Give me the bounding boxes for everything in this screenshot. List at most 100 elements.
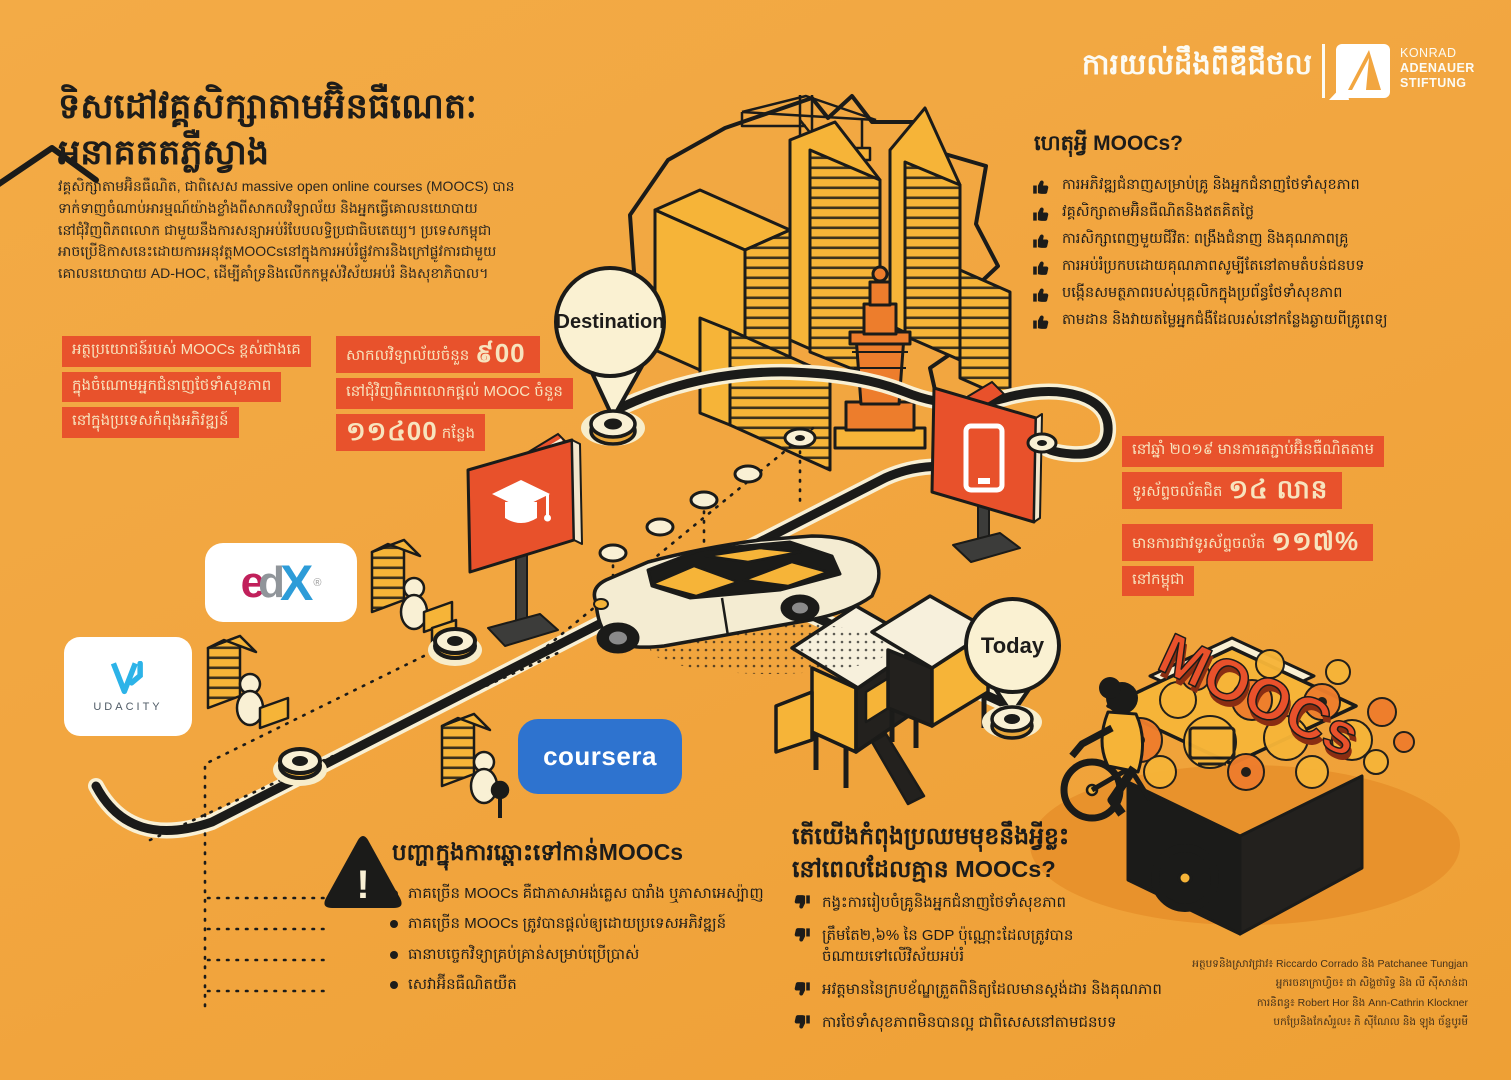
stat-line: នៅកម្ពុជា [1122, 565, 1195, 596]
challenge-item-label: កង្វះការរៀបចំគ្រូនិងអ្នកជំនាញថែទាំសុខភាព [822, 894, 1067, 911]
why-item: តាមដាន និងវាយតម្លៃអ្នកជំងឺដែលរស់នៅកន្លែង… [1032, 311, 1487, 331]
thumbs-up-icon [1033, 315, 1049, 329]
why-item-label: ការសិក្សាពេញមួយជីវិត: ពង្រឹងជំនាញ និងគុណ… [1062, 231, 1349, 247]
stat-line: ក្នុងចំណោមអ្នកជំនាញថែទាំសុខភាព [62, 371, 282, 402]
billboard-phone [930, 386, 1043, 563]
kiosk-2 [206, 634, 290, 730]
billboard-graduation [466, 438, 583, 647]
why-item: វគ្គសិក្សាតាមអ៊ិនធឺណិតនិងឥតគិតថ្លៃ [1032, 203, 1487, 223]
dotted-lines [148, 422, 820, 1008]
problem-item: ធានាបច្ចេកវិទ្យាគ្រប់គ្រាន់សម្រាប់ប្រើប្… [390, 945, 860, 965]
thumbs-up-icon [1033, 261, 1049, 275]
challenge-item-label: ត្រឹមតែ២,៦% នៃ GDP ប៉ុណ្ណោះដែលត្រូវបាន ច… [822, 927, 1074, 965]
problems-heading: បញ្ហាក្នុងការឆ្ពោះទៅកាន់MOOCs [392, 839, 684, 865]
bullet-dot-icon [390, 890, 398, 898]
why-item: បង្កើនសមត្ថភាពរបស់បុគ្គលិកក្នុងប្រព័ន្ធថ… [1032, 284, 1487, 304]
problem-item-label: ធានាបច្ចេកវិទ្យាគ្រប់គ្រាន់សម្រាប់ប្រើប្… [408, 945, 640, 963]
udacity-label: UDACITY [93, 700, 163, 713]
credits-line: ការនិពន្ធ៖ Robert Hor និង Ann-Cathrin Kl… [1256, 996, 1468, 1009]
thumbs-down-icon [794, 928, 810, 942]
credits-line: អត្ថបទនិងស្រាវជ្រាវ៖ Riccardo Corrado និ… [1192, 958, 1468, 970]
challenge-item-label: អវត្តមាននៃក្របខ័ណ្ឌត្រួតពិនិត្យដែលមានស្ត… [822, 981, 1162, 998]
why-item: ការអប់រំប្រកបដោយគុណភាពសូម្បីតែនៅតាមតំបន់… [1032, 257, 1487, 277]
stat-text: កន្លែង [441, 424, 476, 442]
why-item-label: ការអភិវឌ្ឍជំនាញសម្រាប់គ្រូ និងអ្នកជំនាញថ… [1062, 177, 1360, 193]
challenge-item-label: ការថែទាំសុខភាពមិនបានល្អ ជាពិសេសនៅតាមជនបទ [822, 1014, 1117, 1031]
problem-item: ភាគច្រើន MOOCs គឺជាភាសាអង់គ្លេស បារាំង ឬ… [390, 884, 860, 904]
problem-item-label: ភាគច្រើន MOOCs ត្រូវបានផ្តល់ឲ្យដោយប្រទេស… [408, 915, 727, 933]
bullet-dot-icon [390, 950, 398, 959]
problem-item: សេវាអ៊ីនធឺណិតយឺត [390, 975, 860, 995]
header-divider [1322, 44, 1325, 98]
today-bubble: Today [964, 597, 1061, 694]
thumbs-down-icon [794, 895, 810, 909]
udacity-logo: UDACITY [64, 637, 192, 736]
thumbs-down-icon [794, 982, 810, 996]
car-illustration [592, 534, 890, 674]
problems-list: ភាគច្រើន MOOCs គឺជាភាសាអង់គ្លេស បារាំង ឬ… [390, 884, 860, 1005]
stat-line: សាកលវិទ្យាល័យចំនួន ៩00 [336, 336, 540, 373]
why-moocs-heading: ហេតុអ្វី MOOCs? [1034, 132, 1183, 155]
intro-paragraph: វគ្គសិក្សាតាមអ៊ិនធឺណិត, ជាពិសេស massive … [58, 178, 515, 282]
why-item: ការអភិវឌ្ឍជំនាញសម្រាប់គ្រូ និងអ្នកជំនាញថ… [1032, 176, 1487, 196]
edx-letter-d: d [258, 557, 285, 607]
challenge-item: ការថែទាំសុខភាពមិនបានល្អ ជាពិសេសនៅតាមជនបទ [792, 1012, 1272, 1033]
stat-benefit-box: អត្ថប្រយោជន៍របស់ MOOCs ខ្ពស់ជាងគេ ក្នុងច… [62, 336, 311, 443]
edx-registered-mark: ® [313, 576, 322, 589]
kas-logo-line1: KONRAD [1400, 46, 1457, 60]
thumbs-up-icon [1033, 207, 1049, 221]
program-title: ការយល់ដឹងពីឌីជីថល [1081, 49, 1312, 81]
stat-line: នៅឆ្នាំ ២០១៩ មានការតភ្ជាប់អ៊ិនធឺណិតតាម [1122, 436, 1384, 467]
stat-mobile-box: នៅឆ្នាំ ២០១៩ មានការតភ្ជាប់អ៊ិនធឺណិតតាម ទ… [1122, 436, 1384, 601]
why-item-label: តាមដាន និងវាយតម្លៃអ្នកជំងឺដែលរស់នៅកន្លែង… [1062, 312, 1388, 328]
phone-icon [963, 423, 1005, 493]
stat-text: ទូរស័ព្ទចល័តជិត [1132, 482, 1223, 500]
credits-line: បកប្រែនិងកែសំរួល៖ ភិ ស៊ីណែល និង ឡុង ច័ន្… [1273, 1016, 1468, 1029]
warning-icon: ! [324, 836, 402, 908]
challenges-list: កង្វះការរៀបចំគ្រូនិងអ្នកជំនាញថែទាំសុខភាព… [792, 892, 1272, 1045]
credits-line: អ្នករចនាក្រាហ្វិច៖ ជា សិង្ហថារិទ្ធ និង ល… [1275, 977, 1468, 990]
thumbs-up-icon [1033, 234, 1049, 248]
kas-logo-line2: ADENAUER [1400, 61, 1475, 75]
challenges-heading: តើយើងកំពុងប្រឈមមុខនឹងអ្វីខ្លះ នៅពេលដែលគ្… [792, 823, 1070, 883]
challenge-item: កង្វះការរៀបចំគ្រូនិងអ្នកជំនាញថែទាំសុខភាព [792, 892, 1272, 913]
stat-big-number: ១៤ លាន [1228, 473, 1329, 504]
stat-text: មានការជាវទូរស័ព្ទចល័ត [1132, 534, 1266, 552]
destination-label: Destination [555, 310, 665, 333]
stat-line: មានការជាវទូរស័ព្ទចល័ត ១១៧% [1122, 523, 1374, 561]
buildings [653, 106, 1012, 472]
coursera-logo: coursera [518, 719, 682, 794]
stat-universities-box: សាកលវិទ្យាល័យចំនួន៩00 នៅជុំវិញពិភពលោកផ្ត… [336, 336, 573, 456]
edx-letter-x: X [279, 554, 314, 611]
stat-big-number: ១១៧% [1271, 525, 1360, 556]
problem-item-label: សេវាអ៊ីនធឺណិតយឺត [408, 975, 517, 993]
stat-line: អត្ថប្រយោជន៍របស់ MOOCs ខ្ពស់ជាងគេ [62, 336, 311, 367]
cyclist [1060, 677, 1153, 822]
stat-big-number: ១១៤00 [346, 415, 438, 446]
challenge-item: ត្រឹមតែ២,៦% នៃ GDP ប៉ុណ្ណោះដែលត្រូវបាន ច… [792, 925, 1272, 967]
udacity-u-icon [110, 660, 143, 694]
bullet-dot-icon [390, 920, 398, 929]
challenge-item: អវត្តមាននៃក្របខ័ណ្ឌត្រួតពិនិត្យដែលមានស្ត… [792, 979, 1272, 1000]
kiosk-3 [440, 712, 510, 818]
problem-item: ភាគច្រើន MOOCs ត្រូវបានផ្តល់ឲ្យដោយប្រទេស… [390, 914, 860, 934]
stat-line: នៅក្នុងប្រទេសកំពុងអភិវឌ្ឍន៍ [62, 407, 239, 438]
icon-bubbles [1117, 649, 1415, 791]
kas-logo-text: KONRAD ADENAUER STIFTUNG [1400, 46, 1475, 91]
graduation-cap-icon [492, 480, 551, 523]
today-label: Today [980, 632, 1045, 658]
kas-logo-mark [1329, 44, 1390, 100]
stat-text: សាកលវិទ្យាល័យចំនួន [346, 347, 470, 364]
page-title: ទិសដៅវគ្គសិក្សាតាមអ៊ិនធឺណេតៈ អនាគតតភ្លឺស… [58, 87, 477, 173]
why-item-label: ការអប់រំប្រកបដោយគុណភាពសូម្បីតែនៅតាមតំបន់… [1062, 258, 1365, 274]
kas-logo-line3: STIFTUNG [1400, 76, 1467, 90]
why-item: ការសិក្សាពេញមួយជីវិត: ពង្រឹងជំនាញ និងគុណ… [1032, 230, 1487, 250]
stat-big-number: ៩00 [475, 338, 526, 368]
why-item-label: វគ្គសិក្សាតាមអ៊ិនធឺណិតនិងឥតគិតថ្លៃ [1062, 204, 1255, 220]
destination-bubble: Destination [554, 266, 666, 378]
bullet-dot-icon [390, 980, 398, 989]
